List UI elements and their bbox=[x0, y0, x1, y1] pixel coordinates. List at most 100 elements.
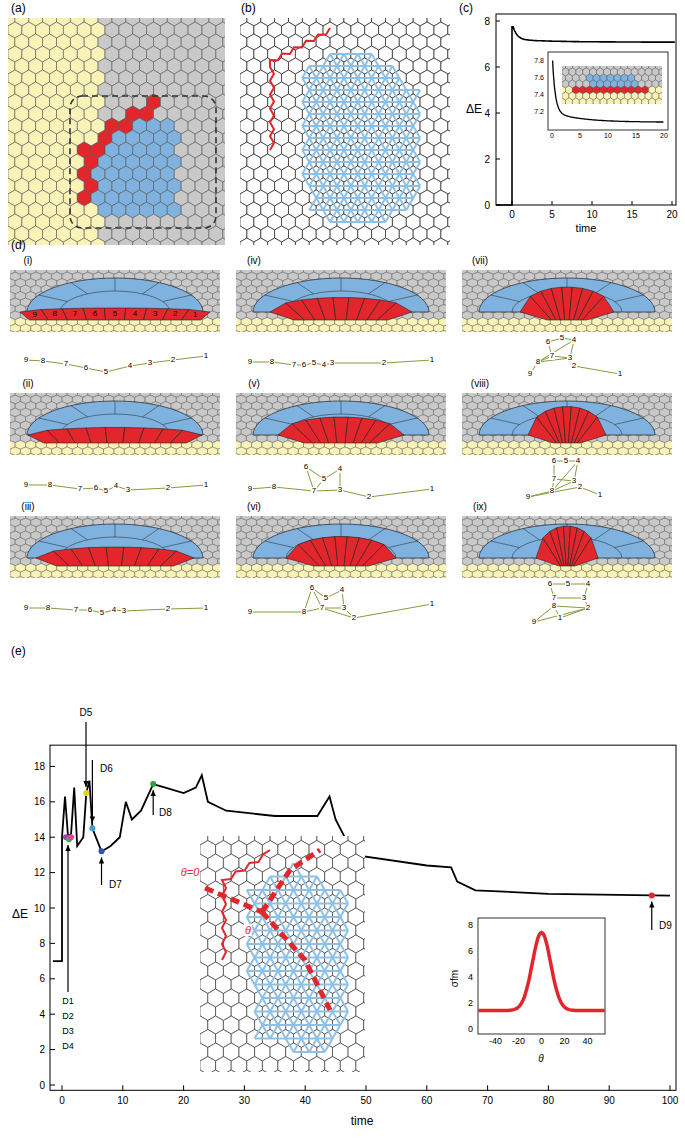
mesh-edge bbox=[406, 198, 413, 210]
mesh-edge bbox=[344, 54, 351, 66]
hex-cell bbox=[197, 570, 207, 578]
mesh-edge bbox=[351, 65, 365, 67]
hex-cell bbox=[109, 331, 119, 333]
mesh-edge bbox=[392, 78, 399, 90]
mesh-edge bbox=[351, 126, 358, 138]
hex-cell bbox=[268, 238, 282, 245]
hex-cell bbox=[104, 324, 114, 332]
dome-cell-line bbox=[39, 418, 68, 425]
mesh-edge bbox=[392, 198, 399, 210]
hex-cell bbox=[379, 238, 393, 245]
hex-cell bbox=[202, 577, 212, 579]
hex-cell bbox=[135, 570, 145, 578]
hex-cell bbox=[36, 454, 46, 456]
hex-cell bbox=[161, 454, 171, 456]
hex-cell bbox=[119, 331, 129, 333]
hex-cell bbox=[67, 331, 77, 333]
mesh-edge bbox=[365, 66, 372, 78]
tick bbox=[496, 67, 500, 68]
mesh-edge bbox=[372, 78, 379, 90]
red-cell bbox=[125, 308, 147, 320]
mesh-edge bbox=[399, 126, 406, 138]
mesh-edge bbox=[323, 102, 330, 114]
hex-cell bbox=[572, 98, 579, 104]
hex-cell bbox=[20, 570, 30, 578]
hex-cell bbox=[392, 238, 406, 245]
hex-cell bbox=[254, 238, 268, 245]
mesh-edge bbox=[316, 78, 323, 90]
hex-cell bbox=[57, 331, 67, 333]
mesh-edge bbox=[337, 198, 344, 210]
mesh-edge bbox=[323, 90, 330, 102]
hex-cell bbox=[31, 570, 41, 578]
hex-cell bbox=[351, 238, 365, 245]
mesh-edge bbox=[302, 126, 309, 138]
hex-cell bbox=[161, 577, 171, 579]
hex-cell bbox=[192, 577, 202, 579]
mesh-edge bbox=[330, 150, 337, 162]
mesh-edge bbox=[358, 221, 372, 223]
hex-cell bbox=[15, 577, 25, 579]
mesh-edge bbox=[372, 66, 379, 78]
mesh-edge bbox=[379, 162, 386, 174]
mesh-edge bbox=[351, 89, 365, 91]
hex-cell bbox=[192, 454, 202, 456]
dome-cell-line bbox=[39, 541, 68, 548]
hex-grid bbox=[8, 18, 225, 245]
mesh-edge bbox=[337, 65, 351, 67]
hex-cell bbox=[176, 324, 186, 332]
mesh-edge bbox=[309, 150, 316, 162]
hex-cell bbox=[52, 324, 62, 332]
hex-cell bbox=[166, 447, 176, 455]
mesh-edge bbox=[413, 114, 420, 126]
mesh-edge bbox=[351, 198, 358, 210]
hex-cell bbox=[156, 324, 166, 332]
mesh-edge bbox=[365, 161, 379, 163]
hex-cell bbox=[78, 577, 88, 579]
hex-cell bbox=[78, 454, 88, 456]
mesh-edge bbox=[309, 185, 323, 187]
mesh-edge bbox=[406, 89, 420, 91]
mesh-edge bbox=[302, 102, 309, 114]
hex-cell bbox=[104, 447, 114, 455]
mesh-edge bbox=[309, 209, 323, 211]
mesh-edge bbox=[337, 78, 344, 90]
mesh-edge bbox=[372, 90, 379, 102]
mesh-edge bbox=[337, 54, 344, 66]
mesh-edge bbox=[406, 137, 420, 139]
mesh-edge bbox=[302, 173, 316, 175]
hex-cell bbox=[337, 238, 351, 245]
hex-cell bbox=[72, 447, 82, 455]
hex-cell bbox=[52, 447, 62, 455]
hex-cell bbox=[182, 577, 192, 579]
hex-cell bbox=[67, 577, 77, 579]
hex-cell bbox=[83, 447, 93, 455]
mesh-edge bbox=[302, 138, 309, 150]
mesh-edge bbox=[309, 186, 316, 198]
mesh-edge bbox=[379, 66, 386, 78]
mesh-edge bbox=[323, 54, 330, 66]
hex-cell bbox=[46, 577, 56, 579]
mesh-edge bbox=[316, 126, 323, 138]
mesh-edge bbox=[358, 162, 365, 174]
mesh-edge bbox=[372, 210, 379, 222]
mesh-edge bbox=[316, 173, 330, 175]
mesh-edge bbox=[372, 138, 379, 150]
hex-cell bbox=[15, 454, 25, 456]
tick bbox=[496, 159, 500, 160]
mesh-edge bbox=[302, 101, 316, 103]
hex-cell bbox=[124, 324, 134, 332]
mesh-edge bbox=[365, 89, 379, 91]
mesh-edge bbox=[351, 78, 358, 90]
mesh-edge bbox=[330, 162, 337, 174]
hex-cell bbox=[105, 238, 119, 245]
mesh-edge bbox=[316, 149, 330, 151]
tick bbox=[496, 21, 500, 22]
hex-cell bbox=[119, 577, 129, 579]
mesh-edge bbox=[379, 198, 386, 210]
mesh-edge bbox=[406, 90, 413, 102]
hex-cell bbox=[240, 238, 254, 245]
mesh-edge bbox=[372, 102, 379, 114]
mesh-edge bbox=[302, 114, 309, 126]
hex-cell bbox=[628, 98, 635, 104]
